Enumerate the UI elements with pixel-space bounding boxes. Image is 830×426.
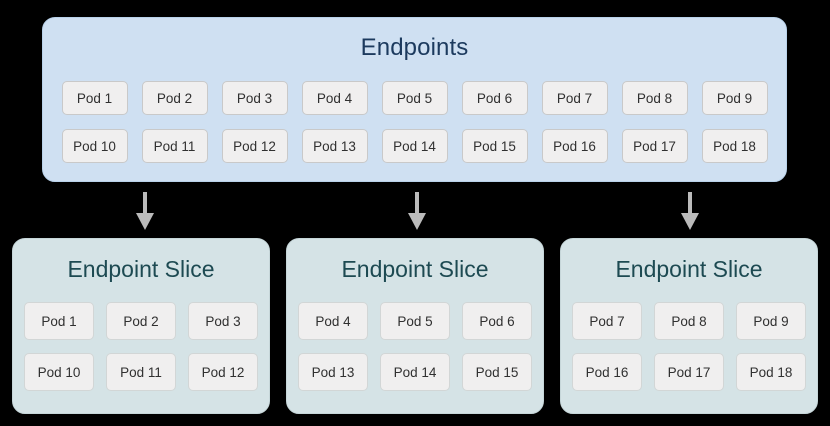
pod-chip[interactable]: Pod 5 xyxy=(380,302,450,340)
pod-chip[interactable]: Pod 9 xyxy=(701,81,768,115)
endpoints-pod-row-2: Pod 10 Pod 11 Pod 12 Pod 13 Pod 14 Pod 1… xyxy=(43,129,786,163)
endpoint-slice-pod-row-1: Pod 4 Pod 5 Pod 6 xyxy=(287,302,543,340)
pod-chip[interactable]: Pod 11 xyxy=(106,353,176,391)
pod-chip[interactable]: Pod 8 xyxy=(621,81,688,115)
endpoint-slice-pod-row-1: Pod 1 Pod 2 Pod 3 xyxy=(13,302,269,340)
pod-chip[interactable]: Pod 2 xyxy=(106,302,176,340)
pod-chip[interactable]: Pod 15 xyxy=(462,353,532,391)
pod-chip[interactable]: Pod 3 xyxy=(221,81,288,115)
pod-chip[interactable]: Pod 7 xyxy=(572,302,642,340)
arrow-down-icon xyxy=(408,192,426,230)
pod-chip[interactable]: Pod 1 xyxy=(24,302,94,340)
pod-chip[interactable]: Pod 9 xyxy=(736,302,806,340)
pod-chip[interactable]: Pod 1 xyxy=(61,81,128,115)
pod-chip[interactable]: Pod 6 xyxy=(462,302,532,340)
endpoint-slice-container-3: Endpoint Slice Pod 7 Pod 8 Pod 9 Pod 16 … xyxy=(560,238,818,414)
pod-chip[interactable]: Pod 15 xyxy=(461,129,528,163)
endpoint-slice-pod-row-2: Pod 10 Pod 11 Pod 12 xyxy=(13,353,269,391)
pod-chip[interactable]: Pod 4 xyxy=(298,302,368,340)
pod-chip[interactable]: Pod 12 xyxy=(188,353,258,391)
pod-chip[interactable]: Pod 18 xyxy=(736,353,806,391)
pod-chip[interactable]: Pod 11 xyxy=(141,129,208,163)
pod-chip[interactable]: Pod 6 xyxy=(461,81,528,115)
endpoint-slice-title: Endpoint Slice xyxy=(615,256,763,282)
pod-chip[interactable]: Pod 13 xyxy=(298,353,368,391)
pod-chip[interactable]: Pod 2 xyxy=(141,81,208,115)
arrow-down-icon xyxy=(136,192,154,230)
pod-chip[interactable]: Pod 16 xyxy=(541,129,608,163)
endpoint-slice-container-1: Endpoint Slice Pod 1 Pod 2 Pod 3 Pod 10 … xyxy=(12,238,270,414)
pod-chip[interactable]: Pod 17 xyxy=(621,129,688,163)
pod-chip[interactable]: Pod 5 xyxy=(381,81,448,115)
pod-chip[interactable]: Pod 8 xyxy=(654,302,724,340)
pod-chip[interactable]: Pod 7 xyxy=(541,81,608,115)
endpoint-slice-title: Endpoint Slice xyxy=(67,256,215,282)
endpoint-slice-title: Endpoint Slice xyxy=(341,256,489,282)
endpoint-slice-pod-row-1: Pod 7 Pod 8 Pod 9 xyxy=(561,302,817,340)
endpoint-slice-container-2: Endpoint Slice Pod 4 Pod 5 Pod 6 Pod 13 … xyxy=(286,238,544,414)
pod-chip[interactable]: Pod 10 xyxy=(61,129,128,163)
pod-chip[interactable]: Pod 4 xyxy=(301,81,368,115)
endpoints-pod-row-1: Pod 1 Pod 2 Pod 3 Pod 4 Pod 5 Pod 6 Pod … xyxy=(43,81,786,115)
pod-chip[interactable]: Pod 14 xyxy=(381,129,448,163)
pod-chip[interactable]: Pod 13 xyxy=(301,129,368,163)
pod-chip[interactable]: Pod 3 xyxy=(188,302,258,340)
endpoints-container: Endpoints Pod 1 Pod 2 Pod 3 Pod 4 Pod 5 … xyxy=(42,17,787,182)
pod-chip[interactable]: Pod 17 xyxy=(654,353,724,391)
pod-chip[interactable]: Pod 18 xyxy=(701,129,768,163)
pod-chip[interactable]: Pod 14 xyxy=(380,353,450,391)
endpoints-title: Endpoints xyxy=(360,34,469,61)
endpoint-slice-pod-row-2: Pod 13 Pod 14 Pod 15 xyxy=(287,353,543,391)
endpoint-slice-pod-row-2: Pod 16 Pod 17 Pod 18 xyxy=(561,353,817,391)
pod-chip[interactable]: Pod 12 xyxy=(221,129,288,163)
pod-chip[interactable]: Pod 16 xyxy=(572,353,642,391)
pod-chip[interactable]: Pod 10 xyxy=(24,353,94,391)
arrow-down-icon xyxy=(681,192,699,230)
